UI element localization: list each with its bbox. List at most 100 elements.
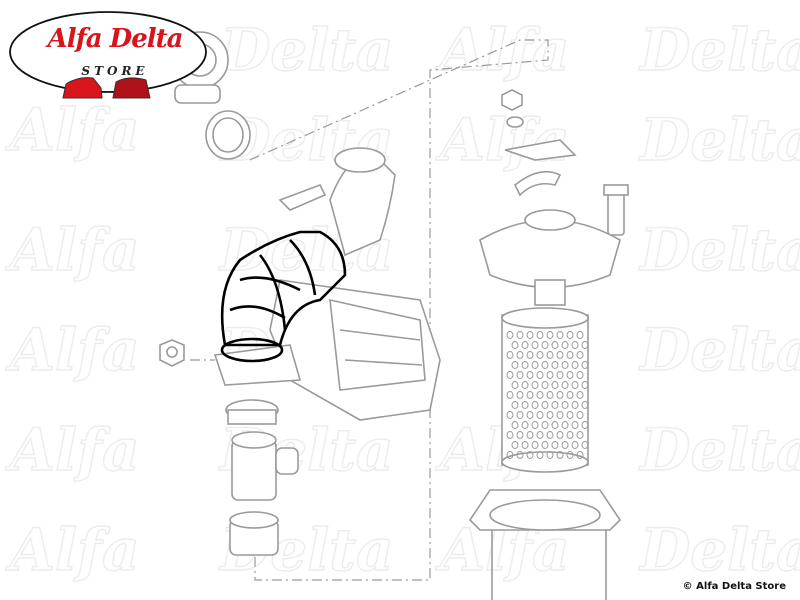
perforation-hole [516, 431, 524, 439]
perforation-hole [576, 391, 584, 399]
logo-oval [9, 11, 207, 99]
perforation-hole [576, 411, 584, 419]
perforation-hole [546, 431, 554, 439]
perforation-hole [536, 451, 544, 459]
svg-text:Alfa: Alfa [5, 216, 140, 284]
perforation-hole [506, 371, 514, 379]
perforation-hole [551, 421, 559, 429]
logo-title: Alfa Delta [47, 24, 184, 54]
perforation-hole [581, 441, 589, 449]
perforation-hole [521, 341, 529, 349]
perforation-hole [531, 341, 539, 349]
perforation-hole [561, 361, 569, 369]
perforation-hole [546, 391, 554, 399]
perforation-hole [531, 441, 539, 449]
perforation-hole [541, 361, 549, 369]
svg-text:Alfa: Alfa [5, 416, 140, 484]
perforation-hole [566, 451, 574, 459]
perforation-hole [551, 401, 559, 409]
perforation-hole [531, 361, 539, 369]
svg-text:Alfa: Alfa [435, 106, 570, 174]
perforation-hole [526, 431, 534, 439]
highlighted-elbow-hose [220, 230, 347, 363]
perforation-hole [511, 381, 519, 389]
perforation-hole [521, 381, 529, 389]
svg-text:Delta: Delta [638, 216, 800, 284]
leader-line [249, 39, 549, 581]
perforation-hole [506, 351, 514, 359]
svg-text:Delta: Delta [218, 16, 394, 84]
perforation-hole [576, 451, 584, 459]
svg-text:Alfa: Alfa [5, 316, 140, 384]
perforation-hole [536, 371, 544, 379]
perforation-hole [531, 381, 539, 389]
perforation-hole [506, 411, 514, 419]
store-logo[interactable]: Alfa Delta STORE [8, 10, 208, 100]
perforation-hole [526, 391, 534, 399]
perforation-hole [546, 331, 554, 339]
perforation-hole [526, 351, 534, 359]
perforation-hole [551, 381, 559, 389]
perforation-hole [521, 361, 529, 369]
perforation-hole [566, 391, 574, 399]
perforation-hole [571, 361, 579, 369]
car-icons [62, 77, 151, 99]
svg-text:Alfa: Alfa [5, 516, 140, 584]
perforation-hole [516, 391, 524, 399]
perforation-hole [556, 371, 564, 379]
perforation-hole [506, 391, 514, 399]
perforation-hole [556, 331, 564, 339]
perforation-hole [581, 401, 589, 409]
perforation-hole [546, 451, 554, 459]
lower-fittings [225, 399, 299, 556]
perforation-hole [571, 381, 579, 389]
copyright-notice: © Alfa Delta Store [682, 581, 786, 592]
perforation-hole [541, 421, 549, 429]
perforation-hole [556, 431, 564, 439]
air-filter-element [501, 307, 589, 473]
perforation-hole [581, 381, 589, 389]
perforation-hole [521, 441, 529, 449]
perforation-hole [536, 431, 544, 439]
perforation-hole [516, 371, 524, 379]
perforation-hole [581, 421, 589, 429]
perforation-hole [566, 331, 574, 339]
perforation-hole [536, 411, 544, 419]
perforation-hole [536, 351, 544, 359]
perforation-hole [526, 451, 534, 459]
perforation-hole [561, 381, 569, 389]
perforation-hole [571, 401, 579, 409]
perforation-hole [511, 361, 519, 369]
hose-clamp-inner [212, 117, 244, 153]
perforation-hole [526, 371, 534, 379]
perforation-hole [516, 411, 524, 419]
perforation-hole [566, 351, 574, 359]
perforation-hole [556, 391, 564, 399]
perforation-hole [566, 411, 574, 419]
svg-text:Delta: Delta [638, 316, 800, 384]
filter-housing [468, 489, 622, 600]
svg-text:Alfa: Alfa [435, 16, 570, 84]
perforation-hole [551, 341, 559, 349]
perforation-hole [526, 411, 534, 419]
perforation-hole [571, 421, 579, 429]
perforation-hole [581, 361, 589, 369]
air-box [213, 279, 441, 421]
perforation-hole [556, 351, 564, 359]
filter-cover [479, 209, 621, 306]
perforation-hole [541, 381, 549, 389]
perforation-hole [551, 441, 559, 449]
perforation-hole [516, 451, 524, 459]
perforation-hole [561, 441, 569, 449]
svg-text:Delta: Delta [638, 16, 800, 84]
perforation-hole [541, 341, 549, 349]
intake-hose [278, 147, 396, 257]
perforation-hole [516, 351, 524, 359]
svg-text:Alfa: Alfa [5, 96, 140, 164]
svg-text:Delta: Delta [638, 516, 800, 584]
perforation-hole [576, 351, 584, 359]
perforation-hole [556, 451, 564, 459]
perforation-hole [531, 401, 539, 409]
perforation-hole [506, 331, 514, 339]
